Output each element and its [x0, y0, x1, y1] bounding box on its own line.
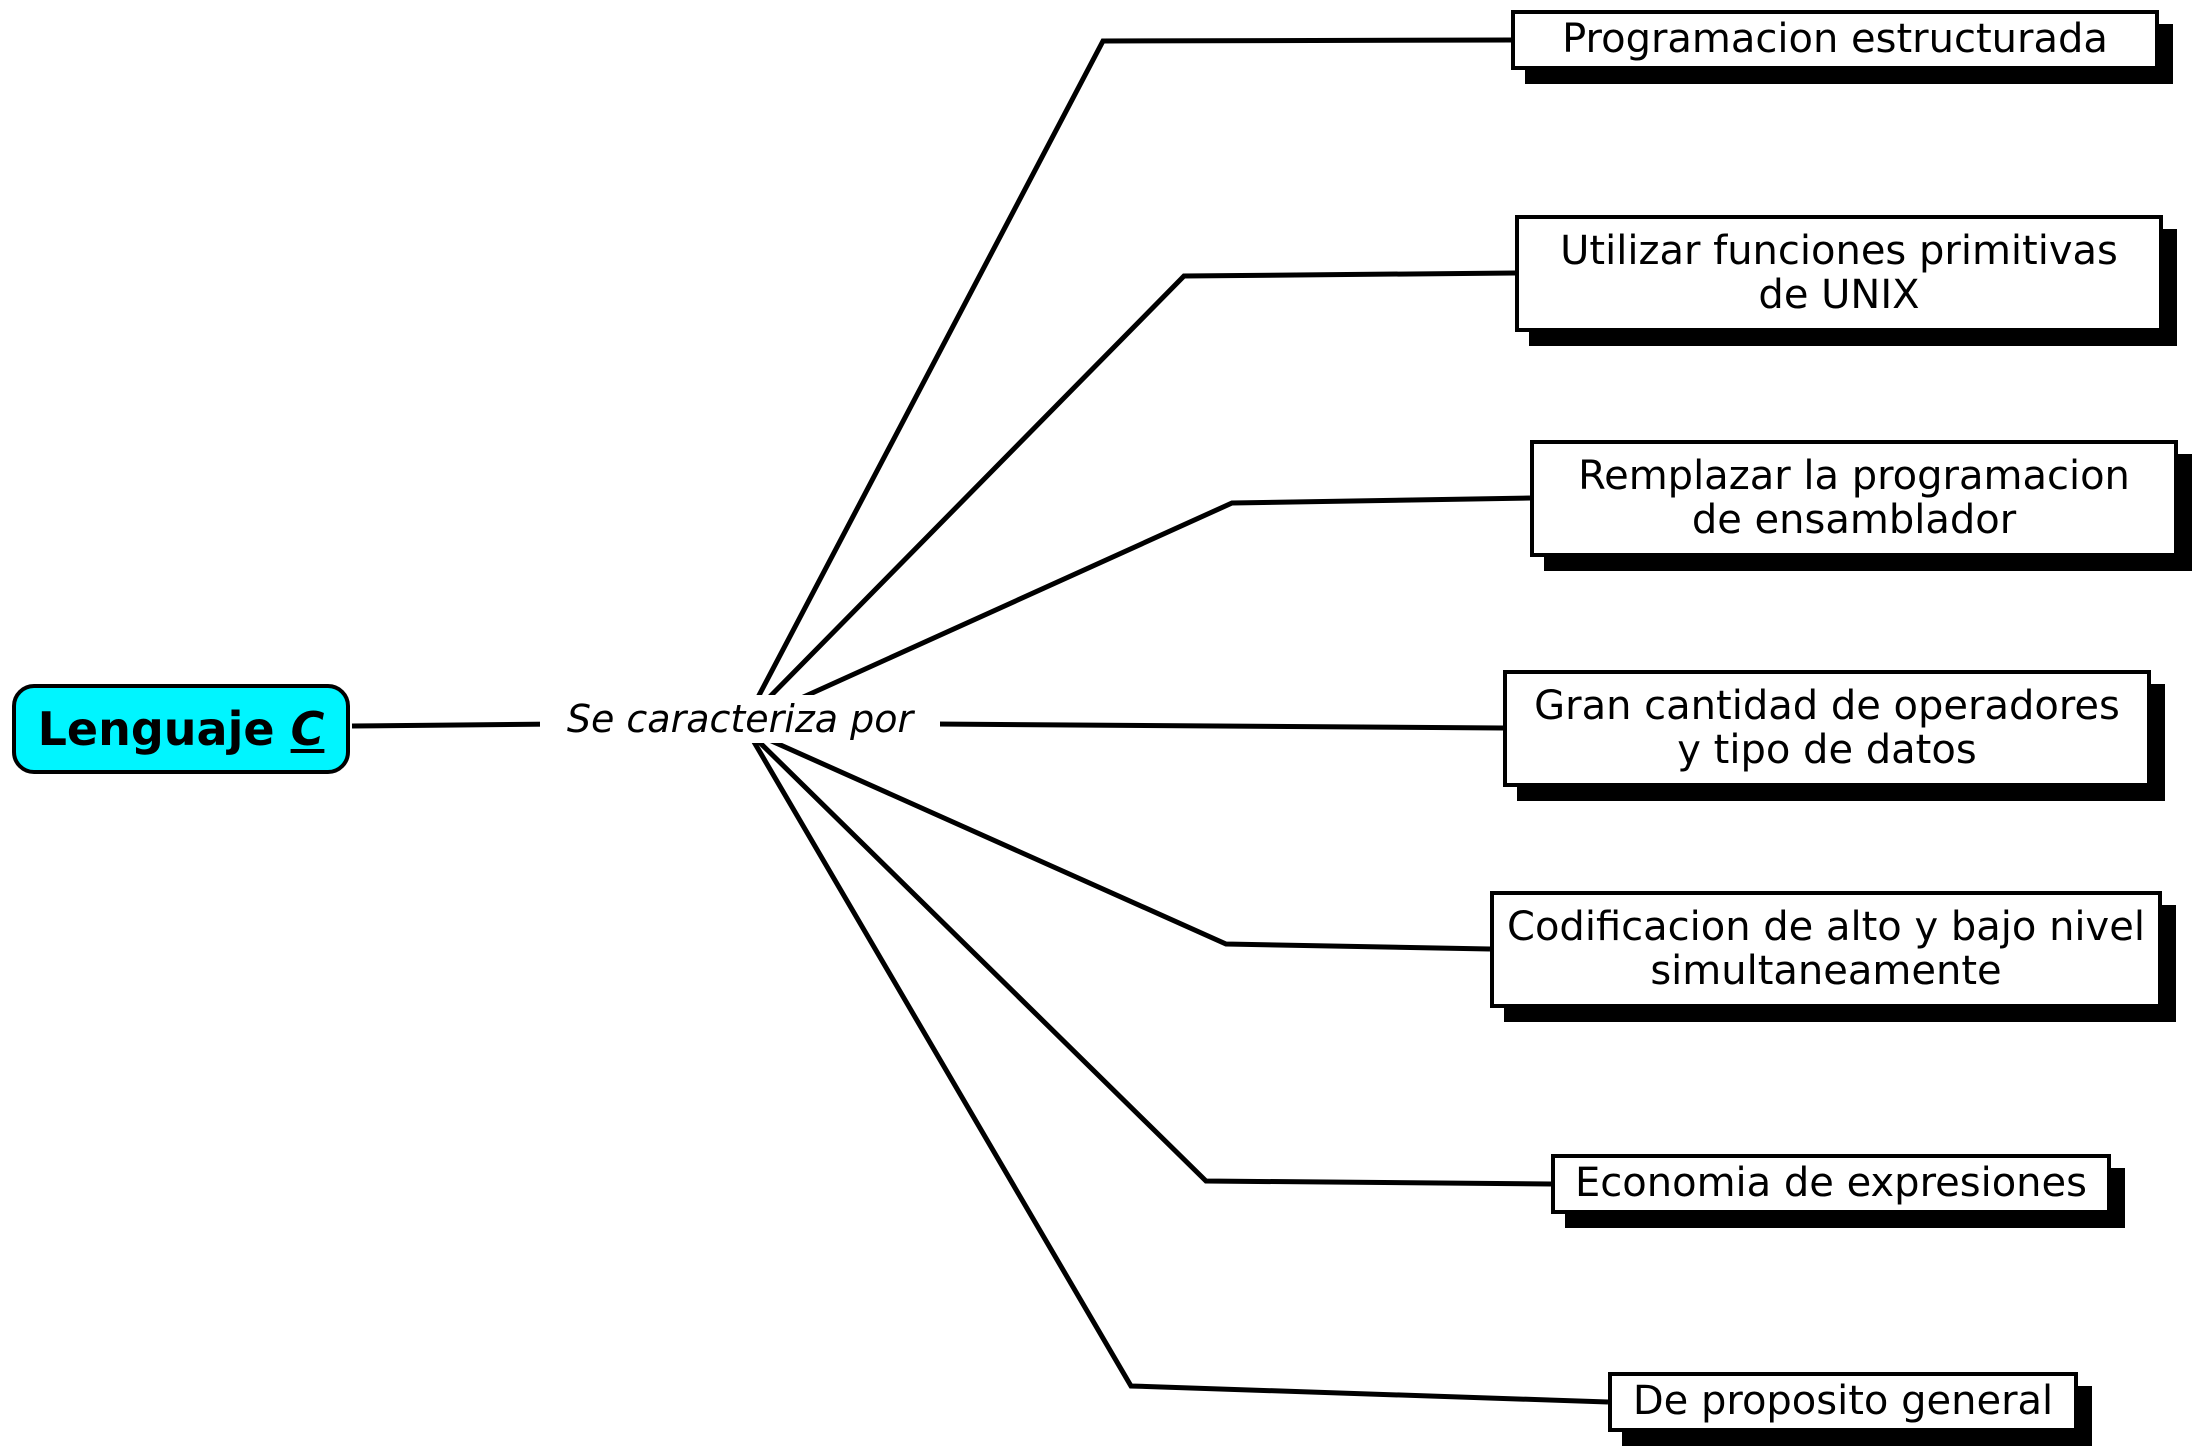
branch-box-5-label: Codificacion de alto y bajo nivel simult… [1507, 904, 2145, 994]
branch-box-4-label: Gran cantidad de operadores y tipo de da… [1534, 683, 2120, 773]
root-node-label-prefix: Lenguaje [37, 702, 291, 756]
wire-hub-branch-6 [745, 728, 1552, 1187]
wire-hub-branch-1 [742, 37, 1512, 724]
branch-box-3[interactable]: Remplazar la programacion de ensamblador [1530, 440, 2178, 557]
wire-hub-branch-4 [934, 721, 1504, 731]
branch-box-1-label: Programacion estructurada [1562, 16, 2108, 63]
branch-box-2[interactable]: Utilizar funciones primitivas de UNIX [1515, 215, 2163, 332]
wire-hub-branch-3 [744, 495, 1531, 726]
branch-box-4[interactable]: Gran cantidad de operadores y tipo de da… [1503, 670, 2151, 787]
branch-box-7[interactable]: De proposito general [1608, 1372, 2078, 1432]
root-node-label-emphasis: C [290, 702, 325, 756]
branch-box-2-label: Utilizar funciones primitivas de UNIX [1560, 228, 2118, 318]
branch-box-6-label: Economia de expresiones [1575, 1160, 2087, 1207]
wire-hub-branch-5 [745, 727, 1491, 952]
root-node-lenguaje-c[interactable]: Lenguaje C [12, 684, 350, 774]
connector-label-se-caracteriza-por: Se caracteriza por [540, 695, 940, 743]
branch-box-6[interactable]: Economia de expresiones [1551, 1154, 2111, 1214]
branch-box-7-label: De proposito general [1632, 1378, 2054, 1425]
root-node-label: Lenguaje C [38, 702, 325, 756]
branch-box-1[interactable]: Programacion estructurada [1511, 10, 2159, 70]
branch-box-5[interactable]: Codificacion de alto y bajo nivel simult… [1490, 891, 2162, 1008]
branch-box-3-label: Remplazar la programacion de ensamblador [1578, 453, 2130, 543]
wire-hub-branch-7 [744, 728, 1609, 1405]
wire-root-to-hub [351, 721, 561, 729]
wire-hub-branch-2 [743, 270, 1516, 724]
